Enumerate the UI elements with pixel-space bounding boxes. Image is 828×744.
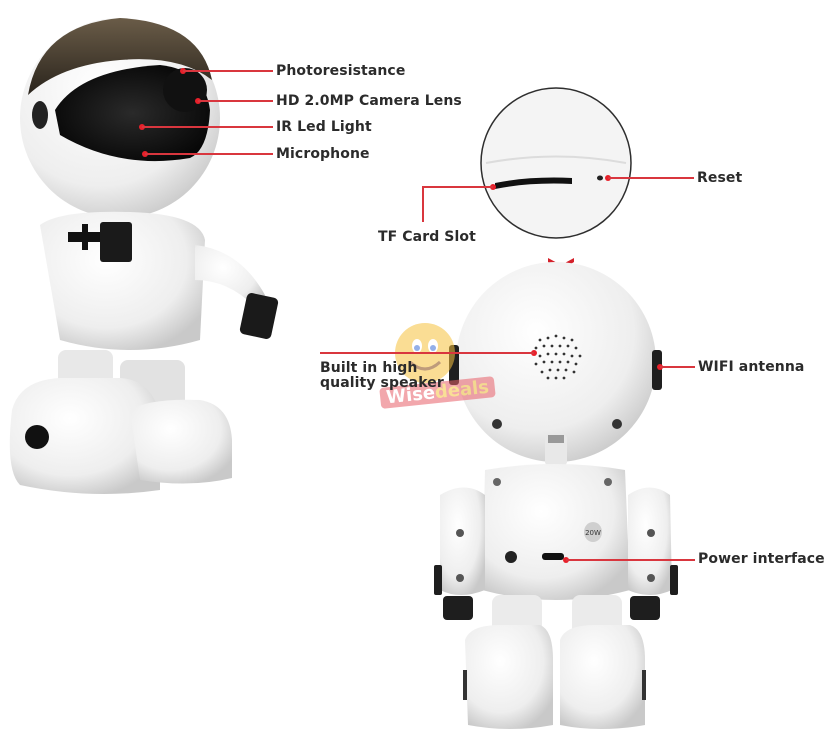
label-wifi-antenna: WIFI antenna xyxy=(698,359,805,375)
callout-dot xyxy=(490,184,496,190)
leader-line xyxy=(423,186,493,188)
power-badge: 20W xyxy=(585,529,601,537)
right-robot-back-view: 20W xyxy=(434,262,678,729)
label-power-interface: Power interface xyxy=(698,551,825,567)
leader-line xyxy=(608,177,694,179)
left-robot-front-view xyxy=(9,18,279,494)
leader-line xyxy=(198,100,273,102)
label-ir-led: IR Led Light xyxy=(276,119,372,135)
label-reset: Reset xyxy=(697,170,743,186)
leader-line xyxy=(145,153,273,155)
leader-line xyxy=(320,352,534,354)
label-microphone: Microphone xyxy=(276,146,370,162)
detail-zoom-circle xyxy=(480,87,632,239)
label-speaker: Built in high quality speaker xyxy=(320,360,444,391)
leader-line xyxy=(142,126,273,128)
leader-line-vertical xyxy=(422,186,424,222)
leader-line xyxy=(660,366,695,368)
label-camera-lens: HD 2.0MP Camera Lens xyxy=(276,93,462,109)
label-photoresistance: Photoresistance xyxy=(276,63,406,79)
leader-line xyxy=(566,559,695,561)
leader-line xyxy=(183,70,273,72)
label-tf-card-slot: TF Card Slot xyxy=(378,229,476,245)
callout-dot xyxy=(531,350,537,356)
